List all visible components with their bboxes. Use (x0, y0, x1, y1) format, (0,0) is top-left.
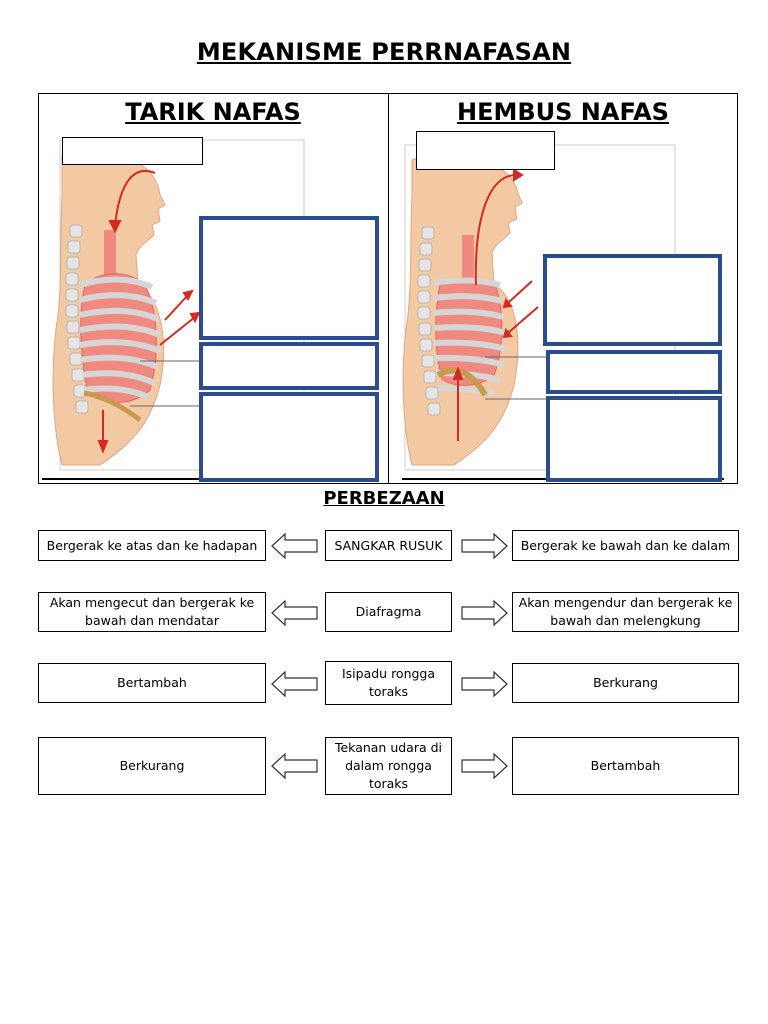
inhale-diaphragm-cell: Akan mengecut dan bergerak ke bawah dan … (38, 592, 266, 632)
arrow-left-icon (271, 532, 318, 560)
arrow-left-icon (271, 670, 318, 698)
inhale-pressure-cell: Berkurang (38, 737, 266, 795)
inhale-title: TARIK NAFAS (125, 98, 301, 126)
exhale-label-box-ribs[interactable] (543, 254, 722, 346)
ribcage-label-cell: SANGKAR RUSUK (325, 530, 452, 561)
exhale-label-box-top[interactable] (416, 131, 555, 170)
arrow-right-icon (461, 532, 508, 560)
inhale-diagram (42, 139, 376, 480)
exhale-diaphragm-cell: Akan mengendur dan bergerak ke bawah dan… (512, 592, 739, 632)
panel-divider (388, 93, 389, 484)
exhale-ribcage-cell: Bergerak ke bawah dan ke dalam (512, 530, 739, 561)
exhale-pressure-cell: Bertambah (512, 737, 739, 795)
exhale-label-box-diaphragm[interactable] (546, 396, 722, 482)
exhale-title: HEMBUS NAFAS (457, 98, 669, 126)
inhale-label-box-top[interactable] (62, 137, 203, 165)
arrow-right-icon (461, 670, 508, 698)
inhale-label-box-diaphragm[interactable] (199, 392, 379, 482)
inhale-ribcage-cell: Bergerak ke atas dan ke hadapan (38, 530, 266, 561)
inhale-volume-cell: Bertambah (38, 663, 266, 703)
inhale-label-box-ribs[interactable] (199, 216, 379, 340)
pressure-label-cell: Tekanan udara di dalam rongga toraks (325, 737, 452, 795)
exhale-label-box-lungs[interactable] (546, 350, 722, 394)
inhale-label-box-lungs[interactable] (199, 342, 379, 390)
page-title: MEKANISME PERRNAFASAN (196, 38, 572, 66)
exhale-volume-cell: Berkurang (512, 663, 739, 703)
arrow-right-icon (461, 599, 508, 627)
arrow-right-icon (461, 752, 508, 780)
arrow-left-icon (271, 752, 318, 780)
comparison-heading: PERBEZAAN (323, 488, 445, 509)
arrow-left-icon (271, 599, 318, 627)
volume-label-cell: Isipadu rongga toraks (325, 661, 452, 705)
diaphragm-label-cell: Diafragma (325, 592, 452, 632)
